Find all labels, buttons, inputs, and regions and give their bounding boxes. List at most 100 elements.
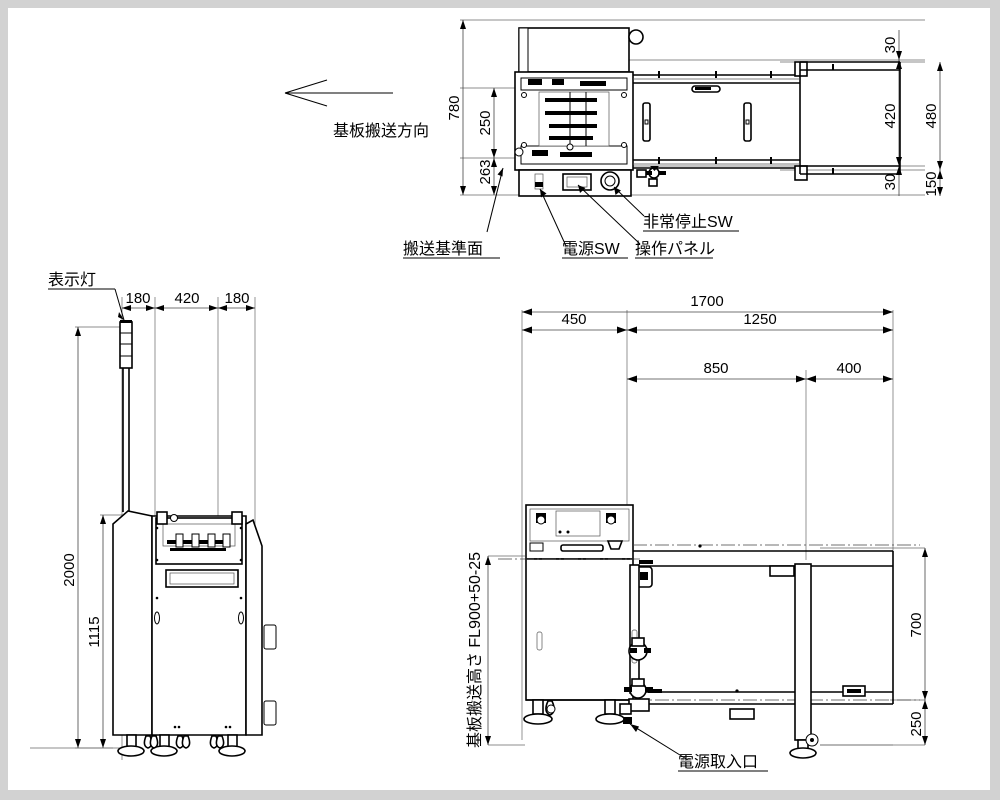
label-reference-plane: 搬送基準面 [403, 240, 483, 258]
power-switch-icon[interactable] [534, 173, 544, 190]
dim-1250: 1250 [743, 311, 776, 328]
label-transfer-height: 基板搬送高さ FL900+50-25 [466, 552, 484, 748]
lower-bracket [729, 708, 755, 720]
mech-block [580, 81, 606, 86]
side-panel-latch-lower [263, 700, 277, 726]
leader-arrowhead [578, 185, 586, 193]
valve-stem [646, 171, 652, 175]
rail-tick [658, 71, 660, 78]
label-indicator-lamp: 表示灯 [48, 271, 96, 289]
rail-tick [832, 64, 834, 70]
mech-block [532, 150, 548, 156]
leader-indicator-lamp [114, 288, 125, 321]
dim-420-left-view: 420 [174, 290, 199, 307]
rail-tick [658, 157, 660, 164]
bracket-slot [847, 689, 861, 693]
dim-180-left: 180 [125, 290, 150, 307]
leader-arrowhead [540, 189, 547, 198]
dim-1115: 1115 [86, 616, 103, 647]
leg-bracket [769, 565, 795, 577]
dim-480: 480 [923, 103, 940, 128]
left-view-group: 180 420 180 2000 1115 表示灯 [30, 271, 277, 760]
machine-cabinet-door [525, 558, 634, 701]
rail-tick [832, 168, 834, 174]
mech-pivot [606, 515, 616, 525]
dim-850: 850 [703, 360, 728, 377]
leader-arrowhead [118, 312, 124, 320]
leader-arrowhead [630, 724, 639, 732]
valve-stem [659, 171, 666, 175]
mech-block [552, 79, 564, 85]
mech-block [528, 79, 542, 85]
conveyor-support-leg [794, 563, 812, 741]
beam-slot [639, 560, 653, 564]
sensor-led [640, 572, 648, 580]
label-emergency-stop: 非常停止SW [643, 213, 734, 231]
valve-body [636, 169, 647, 178]
machine-head [518, 27, 630, 73]
dim-263: 263 [477, 159, 494, 184]
valve-base [648, 178, 658, 187]
mech-roller [514, 147, 524, 157]
mech-slot [560, 544, 604, 552]
mech-post-right [231, 511, 243, 525]
dim-1700: 1700 [690, 293, 723, 310]
mech-tray-inner [169, 572, 235, 585]
mech-pivot [170, 514, 178, 522]
cabinet-door-handle[interactable] [536, 631, 543, 651]
casters [143, 735, 225, 749]
clamp-detail [695, 87, 711, 90]
dim-780: 780 [446, 95, 463, 120]
label-power-switch: 電源SW [562, 240, 621, 258]
mech-pivot [536, 515, 546, 525]
cabinet-handle-left [154, 611, 160, 625]
mech-pivot [621, 92, 627, 98]
direction-arrow-head1 [284, 79, 328, 94]
label-operation-panel: 操作パネル [635, 240, 715, 258]
valve-arrow [650, 166, 659, 171]
mech-post-left [156, 511, 168, 525]
operation-panel-screen [566, 176, 588, 188]
dim-700: 700 [908, 612, 925, 637]
upper-window [555, 510, 601, 537]
leader-reference-plane [486, 167, 504, 233]
conveyor-guide-rail [629, 564, 640, 694]
lamp-cap [120, 320, 132, 323]
dim-250: 250 [477, 110, 494, 135]
emergency-stop-inner [604, 175, 616, 187]
dim-180-right: 180 [224, 290, 249, 307]
rail-tick [770, 71, 772, 78]
power-inlet-port [623, 717, 632, 724]
cabinet-left-panel [112, 510, 153, 736]
mech-bar [545, 98, 597, 102]
mech-pivot [621, 142, 627, 148]
dim-400: 400 [836, 360, 861, 377]
top-view-group: 780 250 263 30 420 30 480 [284, 19, 943, 259]
dim-30-bottom: 30 [882, 174, 899, 191]
mech-bar [549, 124, 597, 128]
conveyor-tab [794, 61, 808, 77]
pneumatic-assembly [619, 637, 653, 715]
power-switch-detail [535, 182, 543, 187]
cabinet-right-panel [245, 518, 263, 736]
bracket-slot [648, 689, 662, 693]
indicator-lamp-tower [119, 321, 133, 369]
rail-tick [715, 71, 717, 78]
leader-operation-panel [577, 184, 641, 245]
leader-arrowhead [497, 168, 503, 177]
mech-bar [170, 548, 226, 551]
mech-pivot [566, 143, 574, 151]
label-transport-direction: 基板搬送方向 [333, 122, 429, 140]
mech-cone [606, 540, 624, 550]
mech-bar [549, 136, 593, 140]
guide-slot [644, 119, 649, 125]
mech-pins [175, 533, 231, 548]
leveling-feet [117, 734, 246, 757]
dim-450: 450 [561, 311, 586, 328]
dim-2000: 2000 [61, 553, 78, 586]
dim-420: 420 [882, 103, 899, 128]
mech-pivot [521, 92, 527, 98]
dim-250-front: 250 [908, 711, 925, 736]
direction-arrow-head2 [284, 92, 328, 107]
